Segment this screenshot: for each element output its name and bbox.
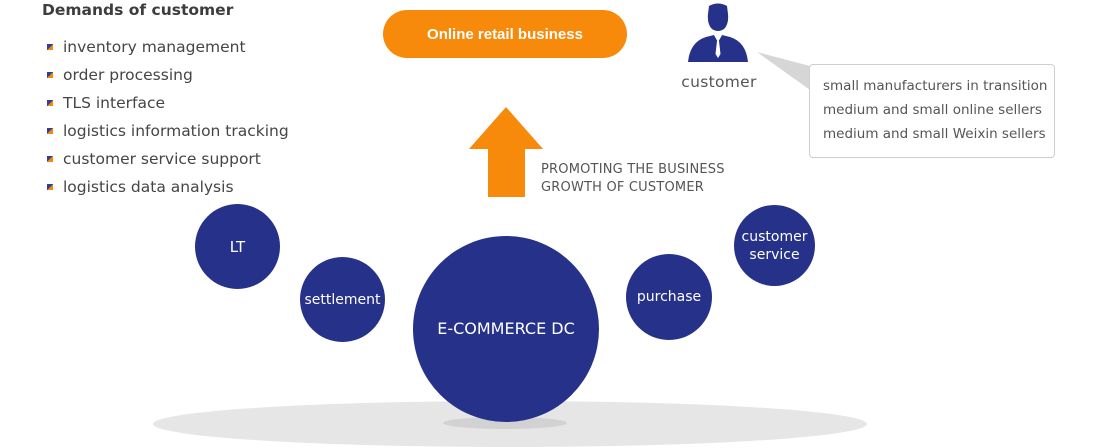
- bullet-icon: [47, 44, 53, 50]
- customer-service-circle: customer service: [734, 205, 815, 286]
- customer-service-line: customer: [741, 228, 808, 245]
- bullet-icon: [47, 100, 53, 106]
- list-item-label: TLS interface: [63, 94, 165, 112]
- list-item: logistics information tracking: [47, 117, 289, 145]
- list-item-label: order processing: [63, 66, 193, 84]
- list-item-label: logistics information tracking: [63, 122, 289, 140]
- demands-list: inventory management order processing TL…: [47, 33, 289, 201]
- promotion-line: PROMOTING THE BUSINESS: [541, 162, 725, 177]
- bullet-icon: [47, 72, 53, 78]
- segment-item: medium and small online sellers: [823, 102, 1042, 118]
- purchase-circle: purchase: [626, 254, 712, 340]
- bullet-icon: [47, 184, 53, 190]
- callout-pointer: [757, 52, 810, 90]
- list-item-label: logistics data analysis: [63, 178, 234, 196]
- lt-circle: LT: [195, 204, 280, 289]
- person-icon: [688, 3, 748, 62]
- demands-title: Demands of customer: [42, 1, 234, 19]
- center-circle-shadow: [443, 417, 567, 429]
- up-arrow: [469, 107, 543, 197]
- customer-label: customer: [681, 73, 757, 91]
- list-item: inventory management: [47, 33, 289, 61]
- online-retail-button[interactable]: Online retail business: [383, 10, 627, 58]
- promotion-text: PROMOTING THE BUSINESS GROWTH OF CUSTOME…: [541, 161, 725, 197]
- segment-item: medium and small Weixin sellers: [823, 126, 1046, 142]
- settlement-circle: settlement: [300, 257, 385, 342]
- promotion-line: GROWTH OF CUSTOMER: [541, 180, 704, 195]
- ecommerce-dc-circle: E-COMMERCE DC: [413, 236, 599, 422]
- segment-item: small manufacturers in transition: [823, 78, 1048, 94]
- list-item: customer service support: [47, 145, 289, 173]
- list-item: order processing: [47, 61, 289, 89]
- list-item-label: inventory management: [63, 38, 246, 56]
- list-item: logistics data analysis: [47, 173, 289, 201]
- bullet-icon: [47, 156, 53, 162]
- customer-service-line: service: [749, 246, 800, 263]
- list-item: TLS interface: [47, 89, 289, 117]
- bullet-icon: [47, 128, 53, 134]
- list-item-label: customer service support: [63, 150, 261, 168]
- customer-segments-callout: small manufacturers in transition medium…: [809, 64, 1055, 158]
